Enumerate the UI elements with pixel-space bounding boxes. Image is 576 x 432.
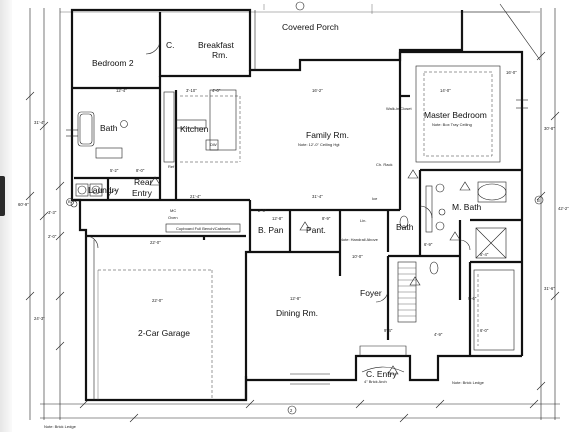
label-laundry: Laundry [88,185,119,195]
dimension-labels: 12'-4" 3'-10" 4'-0" 16'-2" 14'-0" 12'-8"… [18,70,569,337]
label-butler-pantry: B. Pan [258,225,284,235]
staircase [397,261,417,323]
note-brick-ledge: Note: Brick Ledge [452,380,485,385]
note-cupboard: Cupboard Full Bench/Cabinets [176,226,230,231]
dim-kitchen-b: 4'-0" [212,88,221,93]
dim-garage-width: 22'-0" [150,240,161,245]
label-master-bath: M. Bath [452,202,482,212]
label-pantry: Pant. [306,225,326,235]
note-ref: Ref [168,164,175,169]
dim-master-depth: 16'-0" [506,70,517,75]
dim-left-lower: 24'-3" [34,316,45,321]
note-mc: MC [170,208,176,213]
viewer-left-edge [0,0,12,432]
dim-bath-a: 5'-2" [110,168,119,173]
grid-marker-bottom: 2 [290,408,293,413]
dim-hall: 2'-6" [258,208,267,213]
dim-bath-b: 8'-0" [136,168,145,173]
dim-family-length: 31'-4" [312,194,323,199]
note-walk-in: Walk-in Closet [386,106,413,111]
dim-garage-inner: 22'-0" [152,298,163,303]
note-master-ceiling: Note: Box Tray Ceiling [432,122,472,127]
dim-closet-2: 4'-9" [434,332,443,337]
grid-markers: 2 B B [66,195,544,415]
dim-dining-width: 12'-8" [290,296,301,301]
dim-kitchen-a: 3'-10" [186,88,197,93]
dim-right-upper: 30'-8" [544,126,555,131]
label-bedroom-2: Bedroom 2 [92,58,134,68]
dim-bath2: 6'-9" [424,242,433,247]
label-foyer: Foyer [360,288,382,298]
label-c-entry: C. Entry [366,369,397,379]
label-rear: Rear [134,177,153,187]
label-closet: C. [166,40,175,50]
grid-marker-right: B [537,198,540,203]
label-covered-porch: Covered Porch [282,22,339,32]
dim-master-width: 14'-0" [440,88,451,93]
label-breakfast-rm: Rm. [212,50,228,60]
covered-porch-area [70,1,541,72]
interior-walls [72,76,522,356]
dim-pantry: 8'-9" [322,216,331,221]
note-handrail: Note: Handrail Above [340,237,379,242]
label-garage: 2-Car Garage [138,328,190,338]
dim-family-width: 16'-2" [312,88,323,93]
label-bath-2: Bath [396,222,414,232]
dim-right-overall: 42'-2" [558,206,569,211]
dim-shower: 5'-4" [480,252,489,257]
grid-marker-left: B [68,199,71,204]
dim-bedroom-width: 12'-4" [116,88,127,93]
label-family-room: Family Rm. [306,130,349,140]
dim-foyer-depth: 9'-4" [384,328,393,333]
dim-closet-width: 9'-6" [468,296,477,301]
dim-b-pan: 12'-8" [272,216,283,221]
note-oven: Oven [168,215,178,220]
note-brick-arch: 4" Brick Arch [364,379,387,384]
side-panel-handle[interactable] [0,176,5,216]
label-dining-room: Dining Rm. [276,308,318,318]
dim-kitchen-length: 21'-4" [190,194,201,199]
fixtures [66,39,528,400]
label-master-bedroom: Master Bedroom [424,110,487,120]
room-labels: Covered Porch C. Breakfast Rm. Bedroom 2… [88,22,487,379]
dim-foyer-width: 10'-0" [352,254,363,259]
plan-notes: Cupboard Full Bench/Cabinets Note: Handr… [44,106,485,429]
dim-closet-depth: 6'-0" [480,328,489,333]
dim-left-small-b: 3'-3" [48,210,57,215]
dim-left-upper: 31'-4" [34,120,45,125]
note-brick-ledge-bottom: Note: Brick Ledge [44,424,77,429]
label-entry: Entry [132,188,153,198]
dimension-lines [25,8,560,423]
dim-left-overall: 60'-9" [18,202,29,207]
dim-left-small-a: 2'-0" [48,234,57,239]
note-linen: Lin. [360,218,366,223]
note-family-ceiling: Note: 12'-0" Ceiling Hgt [298,142,340,147]
note-ice: Ice [372,196,378,201]
dim-right-lower: 31'-6" [544,286,555,291]
note-dw: DW [210,142,217,147]
label-kitchen: Kitchen [180,124,209,134]
label-bath: Bath [100,123,118,133]
note-ch-rack: Ch. Rack [376,162,392,167]
label-breakfast: Breakfast [198,40,235,50]
